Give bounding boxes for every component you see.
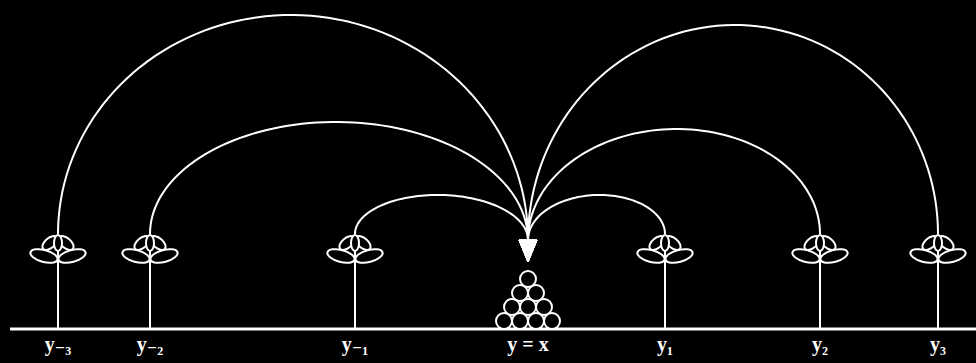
dispersal-arc: [150, 122, 528, 240]
dispersal-arc: [528, 129, 820, 240]
plant-leaf: [934, 235, 942, 251]
arrow-head: [519, 240, 537, 262]
plant-leaf: [146, 235, 154, 251]
dispersal-arc: [355, 195, 528, 240]
arrow-head: [519, 240, 537, 262]
plant-icon: [785, 234, 855, 330]
dispersal-arc: [528, 25, 938, 240]
position-label: y₋₃: [45, 333, 72, 355]
plant-leaf: [54, 235, 62, 251]
plant-node: y₃: [903, 234, 973, 355]
position-label: y₂: [812, 333, 828, 355]
ground-line: [10, 328, 976, 331]
arrow-head: [519, 240, 537, 262]
position-label: y = x: [507, 333, 548, 355]
position-label: y₃: [930, 333, 946, 355]
arrow-head: [519, 240, 537, 262]
plant-leaf: [816, 235, 824, 251]
plant-node: y₁: [630, 234, 700, 355]
arrow-head: [519, 240, 537, 262]
seed-pile: [520, 271, 536, 287]
dispersal-arc: [528, 195, 665, 240]
plant-node: y₋₁: [320, 234, 390, 355]
position-label: y₁: [657, 333, 673, 355]
seed-pile-node: y = x: [496, 262, 560, 355]
plant-node: y₋₂: [115, 234, 185, 355]
plant-icon: [630, 234, 700, 330]
seed-pile-icon: [496, 262, 560, 330]
position-label: y₋₂: [137, 333, 164, 355]
plant-leaf: [661, 235, 669, 251]
plant-icon: [903, 234, 973, 330]
arrow-head: [519, 240, 537, 262]
plant-icon: [23, 234, 93, 330]
position-label: y₋₁: [342, 333, 369, 355]
plant-leaf: [351, 235, 359, 251]
plant-icon: [115, 234, 185, 330]
plant-node: y₂: [785, 234, 855, 355]
dispersal-arc: [58, 15, 528, 240]
plant-icon: [320, 234, 390, 330]
plant-node: y₋₃: [23, 234, 93, 355]
